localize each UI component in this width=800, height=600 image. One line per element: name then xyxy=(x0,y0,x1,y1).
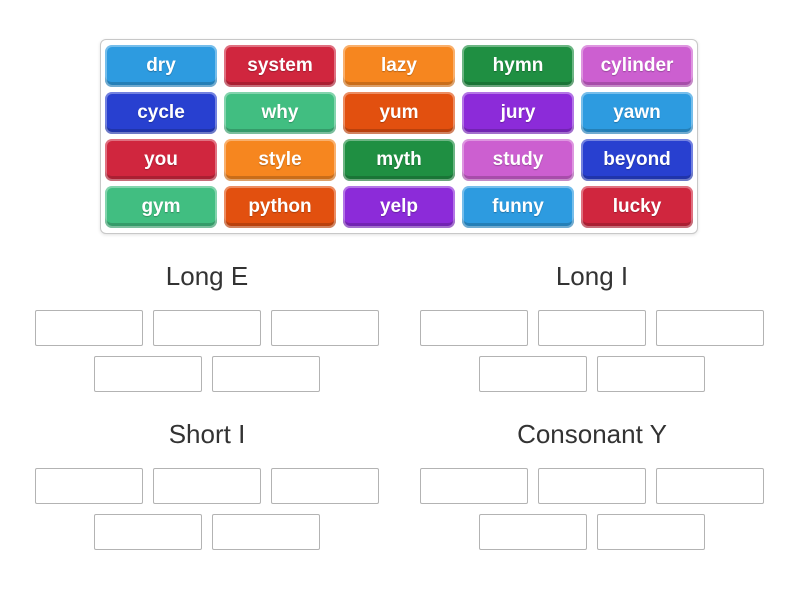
group-slots xyxy=(35,468,379,550)
word-tile-funny[interactable]: funny xyxy=(462,186,574,228)
group-title: Long E xyxy=(165,261,249,291)
group-long-e: Long E xyxy=(35,258,379,402)
word-tile-label: yum xyxy=(379,102,419,123)
drop-slot-long-i[interactable] xyxy=(656,310,764,346)
word-tile-hymn[interactable]: hymn xyxy=(462,45,574,87)
group-consonant-y: Consonant Y xyxy=(420,416,764,560)
slot-row xyxy=(420,468,764,504)
word-tile-cylinder[interactable]: cylinder xyxy=(581,45,693,87)
drop-slot-long-e[interactable] xyxy=(153,310,261,346)
drop-slot-long-i[interactable] xyxy=(538,310,646,346)
drop-slot-consonant-y[interactable] xyxy=(420,468,528,504)
word-tile-label: lazy xyxy=(381,55,417,76)
word-tile-label: funny xyxy=(492,196,544,217)
word-tile-label: you xyxy=(144,149,178,170)
word-tile-label: system xyxy=(247,55,313,76)
drop-slot-long-i[interactable] xyxy=(597,356,705,392)
word-tile-system[interactable]: system xyxy=(224,45,336,87)
word-tile-why[interactable]: why xyxy=(224,92,336,134)
drop-slot-short-i[interactable] xyxy=(94,514,202,550)
word-tile-dry[interactable]: dry xyxy=(105,45,217,87)
word-tile-label: style xyxy=(258,149,302,170)
drop-slot-consonant-y[interactable] xyxy=(597,514,705,550)
drop-slot-short-i[interactable] xyxy=(212,514,320,550)
word-tile-label: study xyxy=(492,149,544,170)
drop-slot-long-i[interactable] xyxy=(420,310,528,346)
word-tile-yelp[interactable]: yelp xyxy=(343,186,455,228)
word-tile-label: jury xyxy=(500,102,536,123)
group-title: Long I xyxy=(555,261,629,291)
drop-slot-long-i[interactable] xyxy=(479,356,587,392)
word-tile-cycle[interactable]: cycle xyxy=(105,92,217,134)
slot-row xyxy=(420,356,764,392)
group-slots xyxy=(35,310,379,392)
word-tile-label: beyond xyxy=(603,149,671,170)
word-tile-label: yawn xyxy=(613,102,661,123)
word-tile-style[interactable]: style xyxy=(224,139,336,181)
word-tile-lazy[interactable]: lazy xyxy=(343,45,455,87)
drop-slot-consonant-y[interactable] xyxy=(538,468,646,504)
word-tile-gym[interactable]: gym xyxy=(105,186,217,228)
word-tile-yum[interactable]: yum xyxy=(343,92,455,134)
word-tile-label: hymn xyxy=(492,55,544,76)
word-tile-python[interactable]: python xyxy=(224,186,336,228)
word-tile-jury[interactable]: jury xyxy=(462,92,574,134)
slot-row xyxy=(420,310,764,346)
drop-slot-long-e[interactable] xyxy=(271,310,379,346)
drop-slot-short-i[interactable] xyxy=(153,468,261,504)
slot-row xyxy=(35,356,379,392)
word-tile-label: gym xyxy=(141,196,181,217)
word-tile-label: yelp xyxy=(379,196,419,217)
word-tile-label: cycle xyxy=(137,102,185,123)
word-tile-beyond[interactable]: beyond xyxy=(581,139,693,181)
slot-row xyxy=(420,514,764,550)
word-tile-label: why xyxy=(261,102,299,123)
word-tile-myth[interactable]: myth xyxy=(343,139,455,181)
slot-row xyxy=(35,468,379,504)
word-bank: dry system lazy hymn cylinder cycle why yum jury… xyxy=(100,39,698,234)
word-tile-study[interactable]: study xyxy=(462,139,574,181)
group-title: Consonant Y xyxy=(517,419,667,449)
drop-slot-consonant-y[interactable] xyxy=(479,514,587,550)
drop-slot-consonant-y[interactable] xyxy=(656,468,764,504)
word-tile-label: cylinder xyxy=(600,55,674,76)
drop-slot-short-i[interactable] xyxy=(271,468,379,504)
word-tile-label: python xyxy=(248,196,312,217)
group-title: Short I xyxy=(168,419,246,449)
drop-slot-long-e[interactable] xyxy=(212,356,320,392)
word-tile-yawn[interactable]: yawn xyxy=(581,92,693,134)
word-tile-you[interactable]: you xyxy=(105,139,217,181)
word-tile-label: myth xyxy=(376,149,422,170)
word-tile-label: lucky xyxy=(612,196,662,217)
drop-slot-long-e[interactable] xyxy=(35,310,143,346)
drop-slot-short-i[interactable] xyxy=(35,468,143,504)
word-tile-label: dry xyxy=(146,55,176,76)
group-slots xyxy=(420,310,764,392)
word-tile-lucky[interactable]: lucky xyxy=(581,186,693,228)
slot-row xyxy=(35,514,379,550)
drop-slot-long-e[interactable] xyxy=(94,356,202,392)
slot-row xyxy=(35,310,379,346)
group-long-i: Long I xyxy=(420,258,764,402)
group-slots xyxy=(420,468,764,550)
group-short-i: Short I xyxy=(35,416,379,560)
